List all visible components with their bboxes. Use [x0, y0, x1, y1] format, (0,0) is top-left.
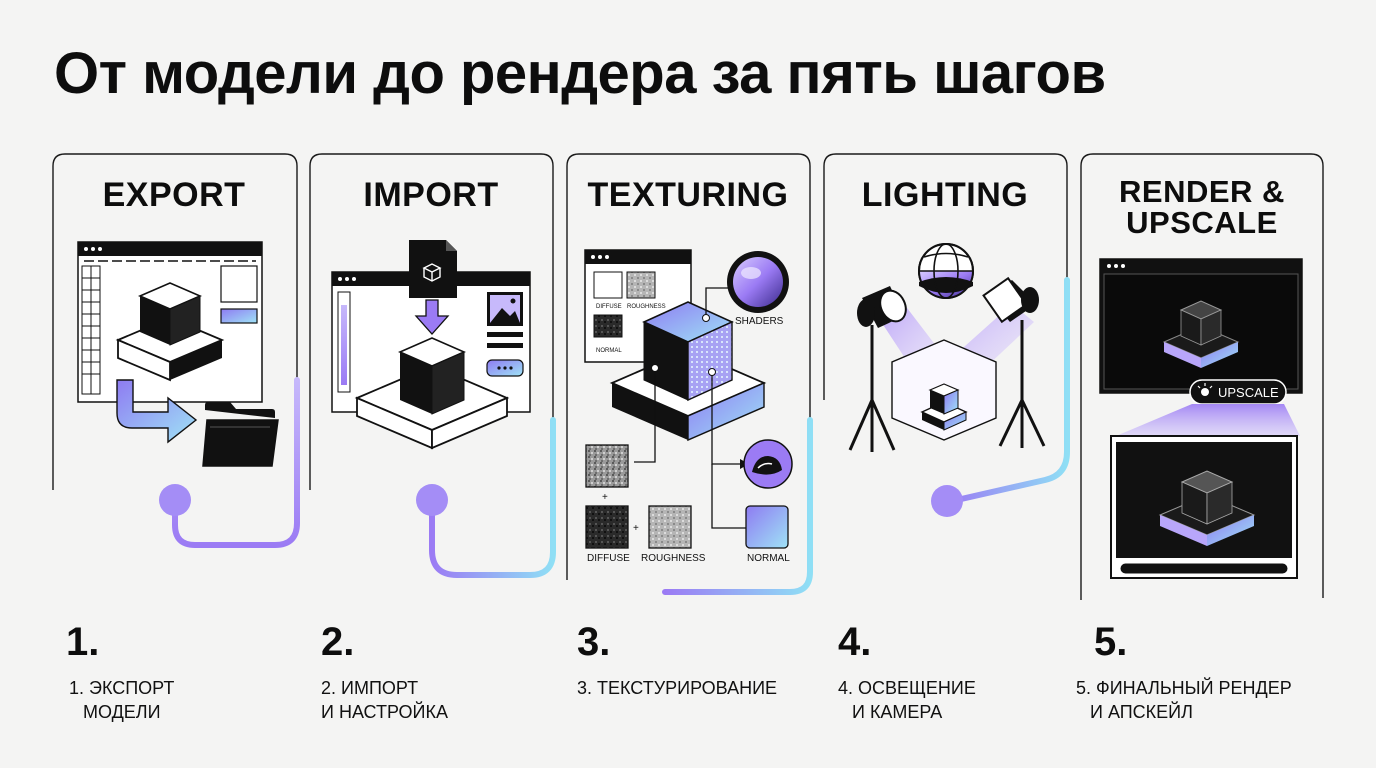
card-title-line: RENDER & [1119, 174, 1285, 209]
step-number-1: 1. [66, 620, 100, 664]
texturing-illustration: DIFFUSE ROUGHNESS NORMAL SHADERS [584, 249, 793, 564]
card-title-lighting: LIGHTING [825, 178, 1065, 212]
label-shaders: SHADERS [735, 316, 784, 327]
card-frame-render [1080, 153, 1324, 600]
step-description-5: 5. ФИНАЛЬНЫЙ РЕНДЕР И АПСКЕЙЛ [1076, 676, 1292, 724]
globe-icon [918, 243, 974, 299]
connector-node-2 [416, 484, 448, 516]
file-icon [409, 240, 457, 298]
card-frame-texturing [566, 153, 811, 580]
flow-connectors [172, 277, 1070, 595]
plus-sign: + [602, 492, 608, 503]
label-normal: NORMAL [747, 553, 790, 564]
thumb-label-diffuse: DIFFUSE [596, 304, 622, 310]
card-title-export: EXPORT [54, 178, 294, 212]
step-description-line: И АПСКЕЙЛ [1090, 702, 1193, 722]
step-description-3: 3. ТЕКСТУРИРОВАНИЕ [577, 676, 777, 700]
card-title-texturing: TEXTURING [568, 178, 808, 212]
card-frames [52, 153, 1324, 600]
step-description-line: 4. ОСВЕЩЕНИЕ [838, 678, 976, 698]
tool-grid [81, 265, 101, 395]
step-number-5: 5. [1094, 620, 1128, 664]
export-illustration [77, 241, 279, 467]
step-description-line: И НАСТРОЙКА [321, 702, 448, 722]
connector-2-3 [429, 417, 556, 578]
connector-4-5 [945, 277, 1070, 505]
folder-icon [202, 402, 279, 467]
upscale-label: UPSCALE [1218, 385, 1279, 400]
step-description-line: И КАМЕРА [852, 702, 943, 722]
sparkle-icon [1197, 383, 1213, 396]
progress-bar [1120, 563, 1288, 574]
step-description-line: 1. ЭКСПОРТ [69, 678, 175, 698]
render-illustration: UPSCALE [1099, 258, 1303, 579]
thumb-label-roughness: ROUGHNESS [627, 304, 666, 310]
card-title-line: EXPORT [102, 176, 246, 214]
studio-light-left-icon [848, 286, 907, 452]
step-description-4: 4. ОСВЕЩЕНИЕ И КАМЕРА [838, 676, 976, 724]
label-diffuse: DIFFUSE [587, 553, 630, 564]
card-title-import: IMPORT [311, 178, 551, 212]
plus-sign: + [633, 523, 639, 534]
texture-map-top [585, 444, 629, 488]
card-title-line: TEXTURING [587, 176, 789, 214]
connector-3-4 [662, 417, 813, 595]
card-title-line: LIGHTING [861, 176, 1029, 214]
accent-bar [220, 308, 258, 324]
step-number-3: 3. [577, 620, 611, 664]
connector-node-1 [159, 484, 191, 516]
connector-1-2 [172, 377, 300, 548]
step-description-line: 5. ФИНАЛЬНЫЙ РЕНДЕР [1076, 678, 1292, 698]
lighting-illustration [848, 243, 1046, 452]
studio-light-right-icon [982, 276, 1046, 448]
card-title-line: IMPORT [363, 176, 499, 214]
card-frame-export [52, 153, 298, 530]
card-frame-import [309, 153, 554, 555]
step-description-line: МОДЕЛИ [83, 702, 161, 722]
step-number-2: 2. [321, 620, 355, 664]
step-description-1: 1. ЭКСПОРТ МОДЕЛИ [69, 676, 174, 724]
step-description-line: 2. ИМПОРТ [321, 678, 419, 698]
card-title-line: UPSCALE [1126, 205, 1278, 240]
down-arrow-icon [414, 299, 450, 335]
step-number-4: 4. [838, 620, 872, 664]
card-title-render-upscale: RENDER & UPSCALE [1082, 176, 1322, 238]
texture-map-roughness [648, 505, 692, 549]
texture-map-diffuse [585, 505, 629, 549]
step-description-line: 3. ТЕКСТУРИРОВАНИЕ [577, 678, 778, 698]
label-roughness: ROUGHNESS [641, 553, 706, 564]
connector-node-4 [931, 485, 963, 517]
card-frame-lighting [823, 153, 1068, 400]
import-illustration [331, 240, 531, 450]
texture-map-normal [745, 505, 789, 549]
page-title: От модели до рендера за пять шагов [54, 41, 1106, 106]
arrow-icon [116, 379, 198, 444]
step-description-2: 2. ИМПОРТ И НАСТРОЙКА [321, 676, 448, 724]
thumb-label-normal: NORMAL [596, 348, 622, 354]
